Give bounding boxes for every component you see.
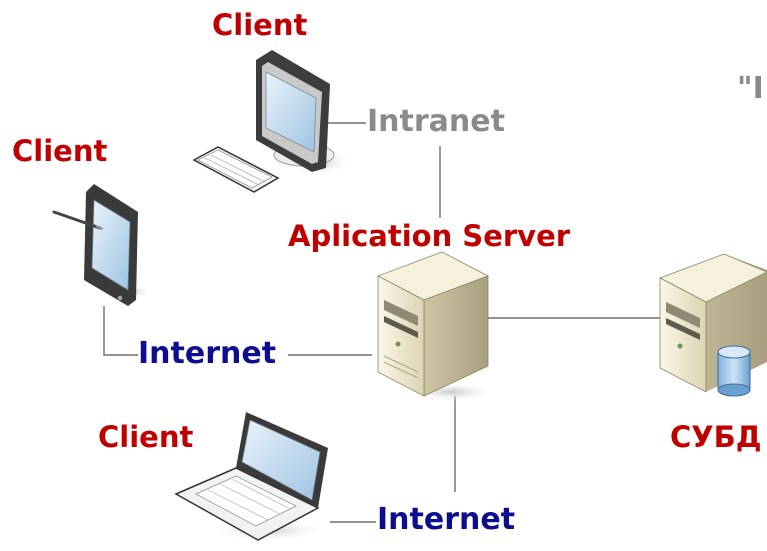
dbms-label: СУБД	[670, 420, 762, 454]
intranet-label: Intranet	[367, 104, 505, 139]
connector-tablet-internet	[103, 306, 138, 356]
tablet-icon	[84, 184, 154, 306]
internet-label-left: Internet	[138, 336, 277, 371]
stylus-icon	[52, 210, 104, 230]
client-label-top: Client	[212, 8, 308, 42]
client-label-bottom: Client	[98, 420, 194, 454]
connector-lines	[103, 122, 662, 523]
database-server-icon	[659, 253, 767, 397]
laptop-icon	[174, 412, 328, 542]
client-label-left: Client	[12, 134, 108, 168]
quote-fragment: "I	[737, 71, 764, 106]
application-server-label: Aplication Server	[288, 219, 571, 253]
internet-label-bottom: Internet	[377, 502, 516, 537]
tower-server-icon	[377, 251, 496, 402]
keyboard-icon	[192, 146, 280, 193]
desktop-computer-icon	[256, 50, 352, 176]
